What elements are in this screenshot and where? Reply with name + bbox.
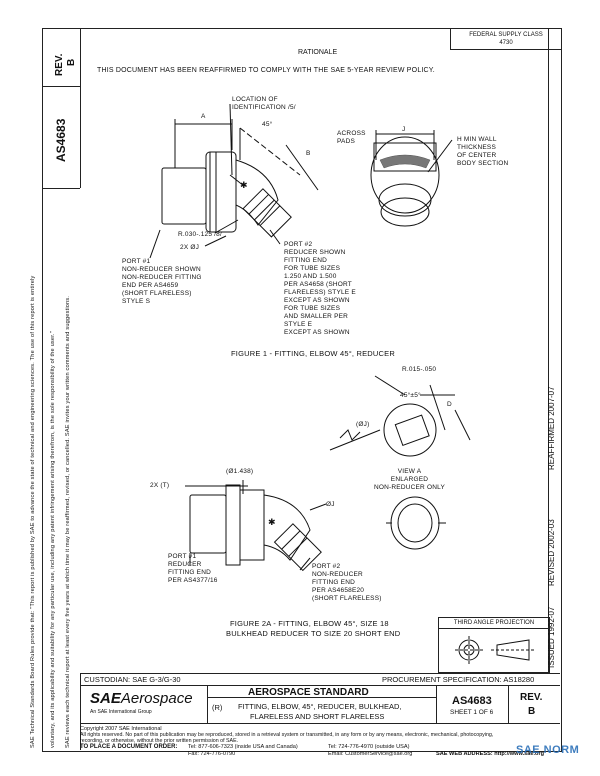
fig1-port1-label: PORT #1 NON-REDUCER SHOWN NON-REDUCER FI… — [122, 258, 202, 305]
procurement-text: PROCUREMENT SPECIFICATION: AS18280 — [382, 675, 535, 684]
reaffirmed-date: REAFFIRMED 2007-07 — [547, 386, 556, 470]
fig2-port2-label: PORT #2 NON-REDUCER FITTING END PER AS46… — [312, 563, 382, 602]
figure2-caption-line2: BULKHEAD REDUCER TO SIZE 20 SHORT END — [226, 629, 401, 638]
title-block-rev-label: REV. — [520, 692, 543, 703]
custodian-text: CUSTODIAN: SAE G-3/G-30 — [84, 675, 181, 684]
title-block-div-3 — [508, 685, 509, 723]
rationale-text: THIS DOCUMENT HAS BEEN REAFFIRMED TO COM… — [97, 67, 435, 74]
detail-view-label: VIEW A ENLARGED NON-REDUCER ONLY — [374, 468, 445, 491]
fig1-dia-label: 2X ØJ — [180, 244, 200, 251]
rationale-title: RATIONALE — [298, 49, 338, 56]
fig2-dia-top: (Ø1.438) — [226, 468, 254, 475]
third-angle-projection-box: THIRD ANGLE PROJECTION — [438, 617, 550, 673]
title-block-div-1 — [207, 685, 208, 723]
disclaimer-line-2: voluntary, and its applicability and sui… — [50, 331, 56, 748]
title-line-2: FLARELESS AND SHORT FLARELESS — [250, 712, 385, 721]
footer-order-label: TO PLACE A DOCUMENT ORDER: — [80, 744, 178, 750]
sheet-number: SHEET 1 OF 6 — [450, 709, 494, 716]
fsc-label: FEDERAL SUPPLY CLASS — [469, 32, 543, 38]
left-column-divider-1 — [42, 86, 80, 87]
standard-row-divider — [207, 697, 436, 698]
footer-rights: All rights reserved. No part of this pub… — [80, 732, 494, 738]
title-line-1: FITTING, ELBOW, 45°, REDUCER, BULKHEAD, — [238, 702, 402, 711]
title-block-doc-number: AS4683 — [452, 695, 492, 707]
fig1-port2-label: PORT #2 REDUCER SHOWN FITTING END FOR TU… — [284, 241, 356, 336]
left-column-border — [80, 28, 81, 188]
drawing-frame — [42, 28, 562, 752]
title-block-bottom — [80, 723, 560, 724]
footer-tel1: Tel: 877-606-7323 (inside USA and Canada… — [188, 744, 298, 750]
fig2-port1-label: PORT #1 REDUCER FITTING END PER AS4377/1… — [168, 553, 218, 584]
title-block-div-2 — [436, 685, 437, 723]
fig1-dim-b: B — [306, 150, 311, 157]
figure1-caption: FIGURE 1 - FITTING, ELBOW 45°, REDUCER — [231, 349, 395, 358]
footer-email: Email: CustomerService@sae.org — [328, 751, 413, 757]
detail-dia-label: (ØJ) — [356, 421, 370, 428]
logo-sae: SAE — [90, 690, 121, 707]
doc-number-vertical: AS4683 — [54, 118, 68, 162]
projection-label: THIRD ANGLE PROJECTION — [439, 618, 549, 629]
logo-aerospace: Aerospace — [120, 690, 193, 707]
custodian-row-top — [80, 673, 560, 674]
footer-web: SAE WEB ADDRESS: http://www.sae.org — [436, 751, 545, 757]
fig1-across-pads-label: ACROSS PADS — [337, 130, 366, 145]
fig1-angle: 45° — [262, 121, 273, 128]
title-prefix: (R) — [212, 703, 223, 712]
aerospace-standard-title: AEROSPACE STANDARD — [248, 687, 369, 698]
figure2-caption-line1: FIGURE 2A - FITTING, ELBOW 45°, SIZE 18 — [230, 619, 389, 628]
footer-copyright: Copyright 2007 SAE International — [80, 726, 162, 732]
fig2-two-t: 2X (T) — [150, 482, 170, 489]
detail-angle-label: 45°±5° — [400, 392, 421, 399]
fig1-radius-label: R.030-.125 /8/ — [178, 231, 222, 238]
left-column-divider-2 — [42, 188, 80, 189]
fig2-dia-j: ØJ — [326, 501, 335, 508]
footer-fax: Fax: 724-776-0790 — [188, 751, 236, 757]
footer-tel2: Tel: 724-776-4970 (outside USA) — [328, 744, 410, 750]
logo-subtitle: An SAE International Group — [90, 709, 152, 715]
sae-norm-watermark: SAE NORM — [516, 744, 580, 756]
footer-rights-2: recording, or otherwise, without the pri… — [80, 738, 239, 744]
fig1-dim-a: A — [201, 113, 206, 120]
revised-date: REVISED 2002-03 — [547, 519, 556, 586]
rev-label-vertical: REV. — [54, 53, 65, 76]
fig1-h-min-wall-label: H MIN WALL THICKNESS OF CENTER BODY SECT… — [457, 136, 509, 167]
disclaimer-line-1: SAE Technical Standards Board Rules prov… — [30, 275, 36, 749]
disclaimer-line-3: SAE reviews each technical report at lea… — [65, 295, 71, 748]
detail-dim-d: D — [447, 401, 452, 408]
rev-value-vertical: B — [66, 58, 77, 66]
projection-symbol — [455, 636, 535, 664]
title-block-top — [80, 685, 560, 686]
sae-aerospace-logo: SAEAerospace An SAE International Group — [90, 690, 193, 716]
fsc-value: 4730 — [499, 40, 513, 46]
title-block-rev-value: B — [528, 706, 536, 717]
federal-supply-class-box: FEDERAL SUPPLY CLASS 4730 — [450, 28, 562, 50]
fig1-location-id-label: LOCATION OF IDENTIFICATION /5/ — [232, 96, 296, 111]
fig1-dim-j: J — [402, 126, 406, 133]
right-margin-border — [548, 28, 549, 673]
detail-radius-label: R.015-.050 — [402, 366, 437, 373]
title-block-left — [80, 673, 81, 750]
